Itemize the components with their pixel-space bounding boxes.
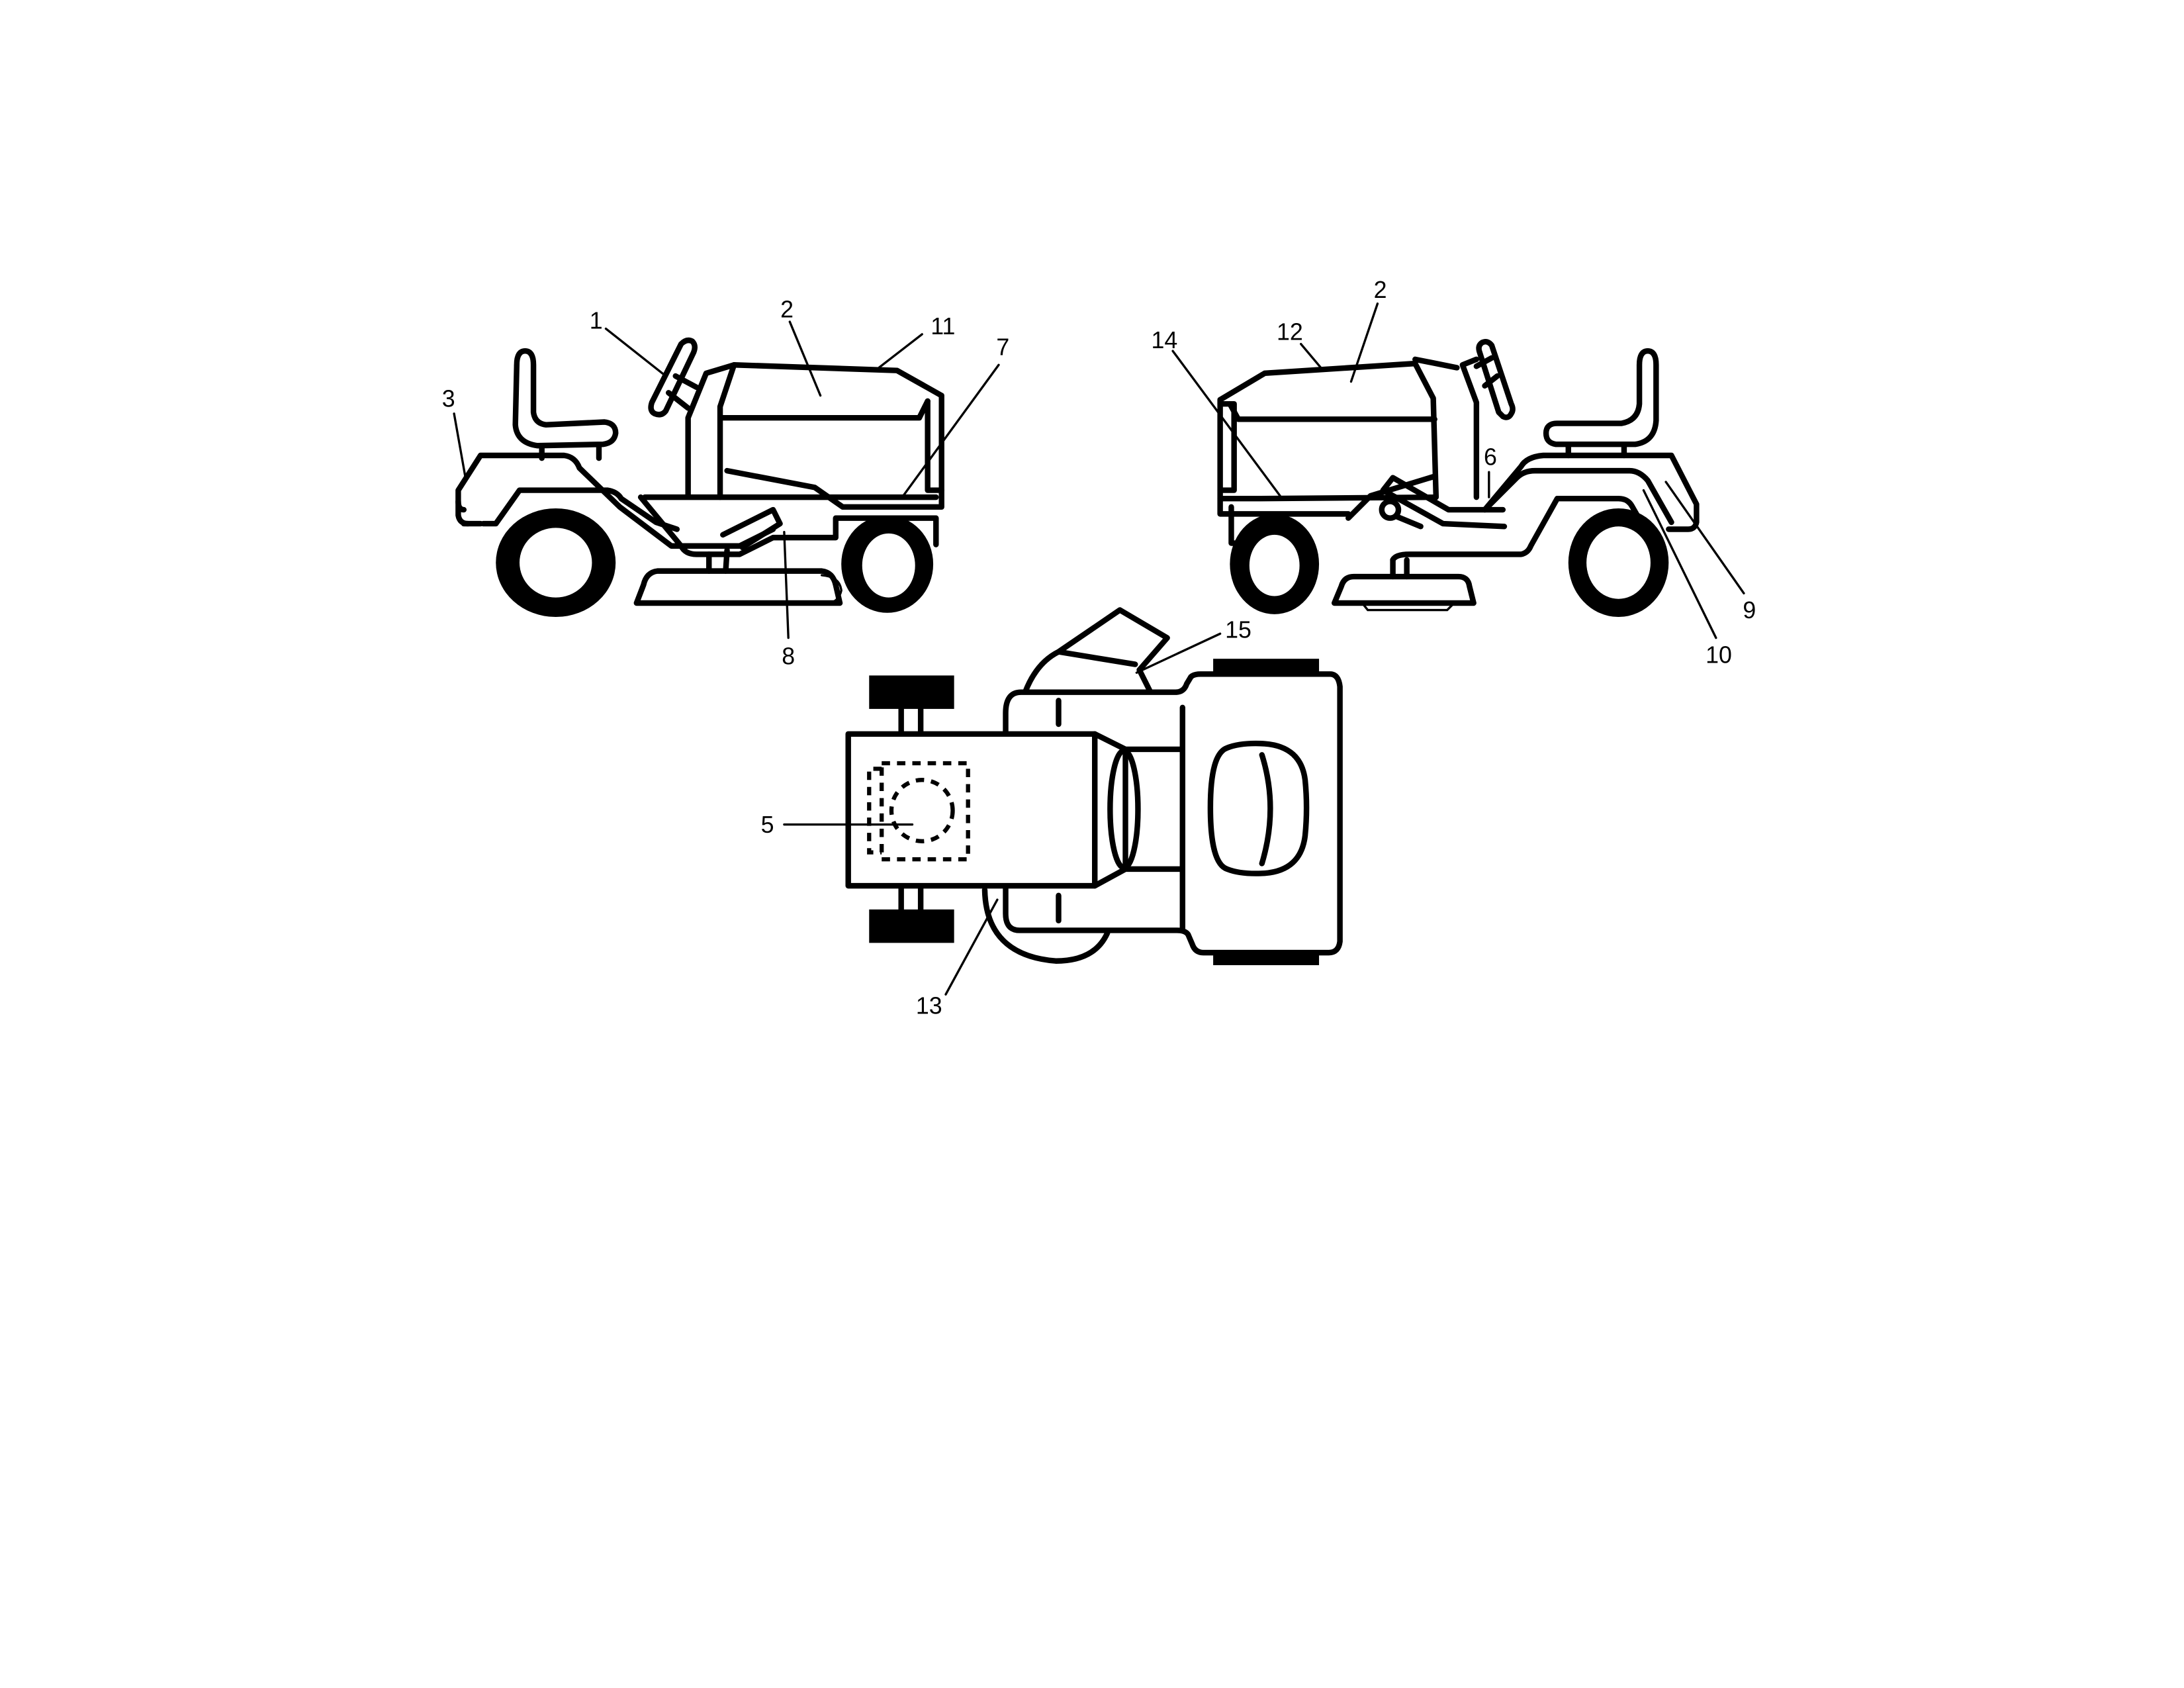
front-axle [898, 706, 924, 913]
fender-inner [480, 487, 680, 532]
hood-top [845, 731, 1098, 889]
leader-9 [1664, 481, 1745, 594]
seat-contour [1259, 752, 1273, 867]
mower-deck [633, 568, 843, 606]
callout-3: 3 [442, 385, 455, 412]
leader-7 [899, 363, 1000, 500]
left-side-view-tractor [453, 320, 1000, 639]
seat-post [539, 443, 602, 461]
leader-13 [944, 898, 999, 996]
deck-hanger [1390, 557, 1410, 580]
steering-wheel [1476, 338, 1516, 420]
callout-1: 1 [590, 308, 603, 334]
callout-8: 8 [782, 643, 795, 670]
rear-hub [520, 528, 592, 598]
hood-lower-line [1217, 400, 1437, 521]
seat [512, 348, 619, 449]
steering-wheel-top [1107, 747, 1141, 870]
seat-top [1207, 740, 1310, 876]
right-side-view-tractor [1171, 302, 1745, 639]
leader-10 [1642, 489, 1717, 639]
front-tire-bottom [869, 909, 954, 943]
hood-line [1227, 400, 1437, 422]
callout-11: 11 [931, 313, 955, 340]
engine-circle-dashed [889, 778, 955, 843]
callout-7: 7 [996, 334, 1009, 361]
rear-fender-body [1482, 452, 1700, 532]
mower-deck-outline [981, 887, 1111, 964]
steering-column [1473, 355, 1500, 389]
callout-10: 10 [1706, 641, 1732, 668]
front-tire-top [869, 675, 954, 709]
callout-13: 13 [916, 993, 942, 1019]
callout-12: 12 [1277, 318, 1303, 345]
leader-2b [1349, 302, 1379, 383]
lift-knob [1379, 498, 1402, 521]
fender-inner [1482, 467, 1674, 526]
hood [717, 362, 944, 510]
callout-5: 5 [761, 812, 774, 838]
leader-2a [788, 320, 822, 397]
steering-column [665, 373, 700, 411]
leader-14 [1171, 350, 1281, 497]
callout-6: 6 [1484, 444, 1497, 471]
dash-tower [1459, 356, 1480, 500]
seat [1543, 348, 1659, 447]
leader-15 [1135, 632, 1222, 674]
lift-pedal [1380, 475, 1508, 530]
dash-tower [685, 362, 737, 499]
front-hub [862, 533, 915, 598]
leader-11 [878, 333, 923, 369]
top-view-tractor [783, 607, 1343, 996]
seat-post [1565, 441, 1627, 459]
leader-3 [453, 412, 467, 478]
hood-skirt [1217, 496, 1351, 517]
callout-labels: 1 2 11 7 3 8 14 12 2 6 9 10 15 5 13 [442, 277, 1756, 1019]
leader-1 [604, 327, 667, 377]
fender-front [455, 498, 471, 527]
callout-15: 15 [1225, 617, 1251, 643]
front-hub [1249, 534, 1300, 596]
hood-line [720, 398, 931, 421]
mower-deck [1331, 573, 1477, 606]
engine-outline-side-dashed [867, 767, 882, 855]
leader-12 [1300, 342, 1325, 372]
headlight [925, 398, 944, 493]
callout-14: 14 [1152, 327, 1178, 353]
steering-wheel [648, 337, 698, 418]
callout-2-right: 2 [1374, 277, 1387, 303]
lift-lever [1394, 514, 1424, 530]
leader-8 [783, 531, 790, 639]
deck-underside [1361, 602, 1455, 612]
callout-2-left: 2 [780, 297, 794, 323]
discharge-chute [821, 574, 842, 606]
rear-hub [1586, 526, 1651, 599]
callout-9: 9 [1743, 597, 1756, 624]
discharge-chute-top [1022, 607, 1170, 695]
